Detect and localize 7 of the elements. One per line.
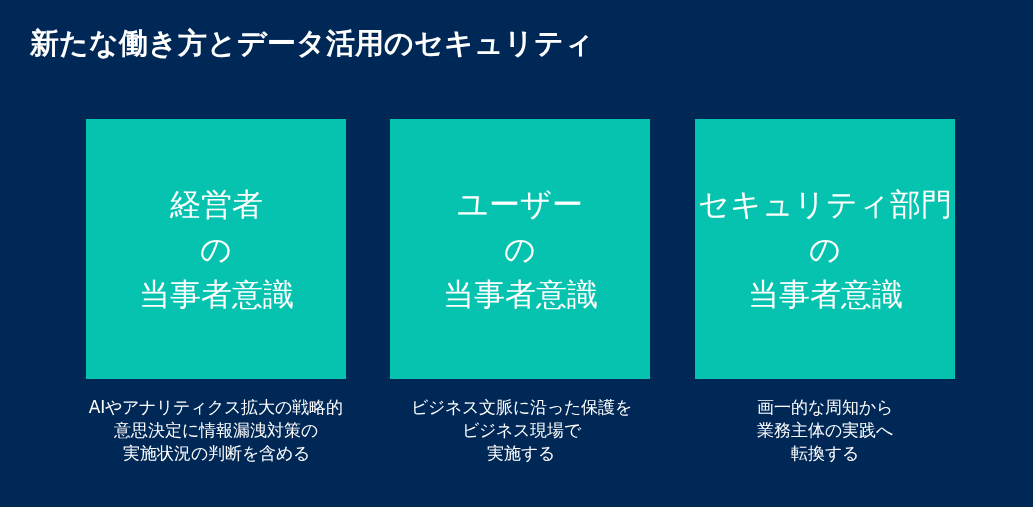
concept-box: セキュリティ部門の当事者意識 [695, 119, 955, 379]
description-text: 画一的な周知から業務主体の実践へ転換する [756, 396, 894, 465]
title: 新たな働き方とデータ活用のセキュリティ [30, 25, 594, 62]
description-text: AIやアナリティクス拡大の戦略的意思決定に情報漏洩対策の実施状況の判断を含める [87, 396, 345, 465]
concept-box: ユーザーの当事者意識 [390, 119, 650, 379]
concept-box: 経営者の当事者意識 [86, 119, 346, 379]
description-text: ビジネス文脈に沿った保護をビジネス現場で実施する [409, 396, 633, 465]
